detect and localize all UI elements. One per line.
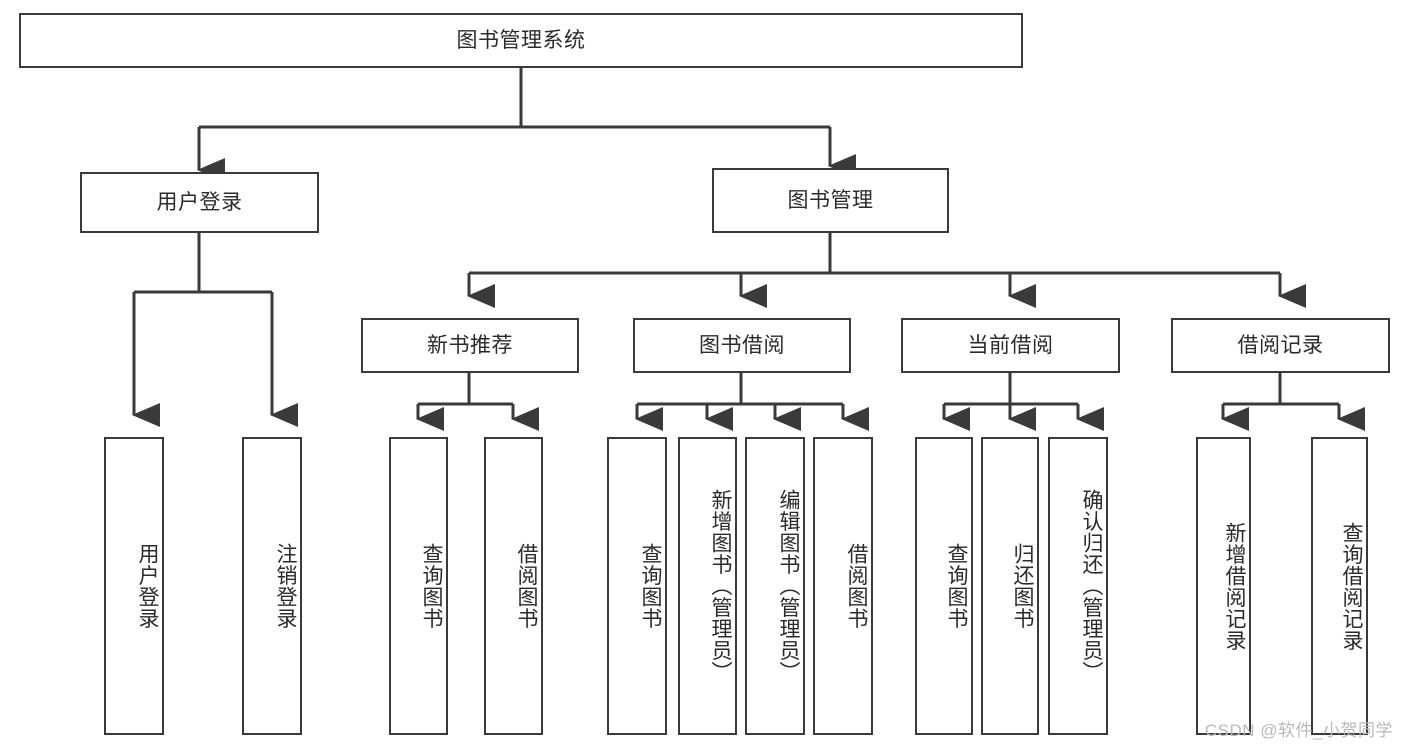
- node-current-borrow[interactable]: 当前借阅: [901, 318, 1120, 373]
- leaf-user-login[interactable]: 用户登录: [104, 437, 164, 735]
- leaf-label: 查询图书: [420, 543, 443, 629]
- leaf-logout[interactable]: 注销登录: [242, 437, 302, 735]
- leaf-label: 确认归还（管理员）: [1080, 489, 1103, 683]
- node-root[interactable]: 图书管理系统: [19, 13, 1023, 68]
- leaf-label: 编辑图书（管理员）: [777, 489, 800, 683]
- leaf-label: 新增借阅记录: [1223, 521, 1246, 651]
- watermark-text: CSDN @软件_小贺同学: [1204, 721, 1393, 740]
- node-user-login[interactable]: 用户登录: [80, 172, 319, 233]
- leaf-label: 用户登录: [136, 543, 159, 629]
- leaf-add-borrow-record[interactable]: 新增借阅记录: [1196, 437, 1251, 735]
- node-borrow-record[interactable]: 借阅记录: [1171, 318, 1390, 373]
- node-book-management[interactable]: 图书管理: [712, 168, 949, 233]
- leaf-query-borrow-record[interactable]: 查询借阅记录: [1311, 437, 1368, 735]
- leaf-label: 注销登录: [274, 543, 297, 629]
- leaf-borrow-book[interactable]: 借阅图书: [813, 437, 873, 735]
- leaf-query-book[interactable]: 查询图书: [607, 437, 667, 735]
- leaf-query-book-recommend[interactable]: 查询图书: [389, 437, 448, 735]
- leaf-add-book-admin[interactable]: 新增图书（管理员）: [678, 437, 737, 735]
- leaf-label: 借阅图书: [845, 543, 868, 629]
- node-new-book-recommend[interactable]: 新书推荐: [361, 318, 579, 373]
- leaf-label: 新增图书（管理员）: [709, 489, 732, 683]
- leaf-query-book-current[interactable]: 查询图书: [915, 437, 973, 735]
- leaf-label: 查询借阅记录: [1340, 521, 1363, 651]
- leaf-return-book[interactable]: 归还图书: [981, 437, 1039, 735]
- leaf-edit-book-admin[interactable]: 编辑图书（管理员）: [745, 437, 805, 735]
- leaf-label: 归还图书: [1011, 543, 1034, 629]
- leaf-label: 查询图书: [945, 543, 968, 629]
- leaf-confirm-return-admin[interactable]: 确认归还（管理员）: [1048, 437, 1108, 735]
- node-book-borrow[interactable]: 图书借阅: [633, 318, 851, 373]
- leaf-label: 借阅图书: [515, 543, 538, 629]
- leaf-label: 查询图书: [639, 543, 662, 629]
- leaf-borrow-book-recommend[interactable]: 借阅图书: [484, 437, 543, 735]
